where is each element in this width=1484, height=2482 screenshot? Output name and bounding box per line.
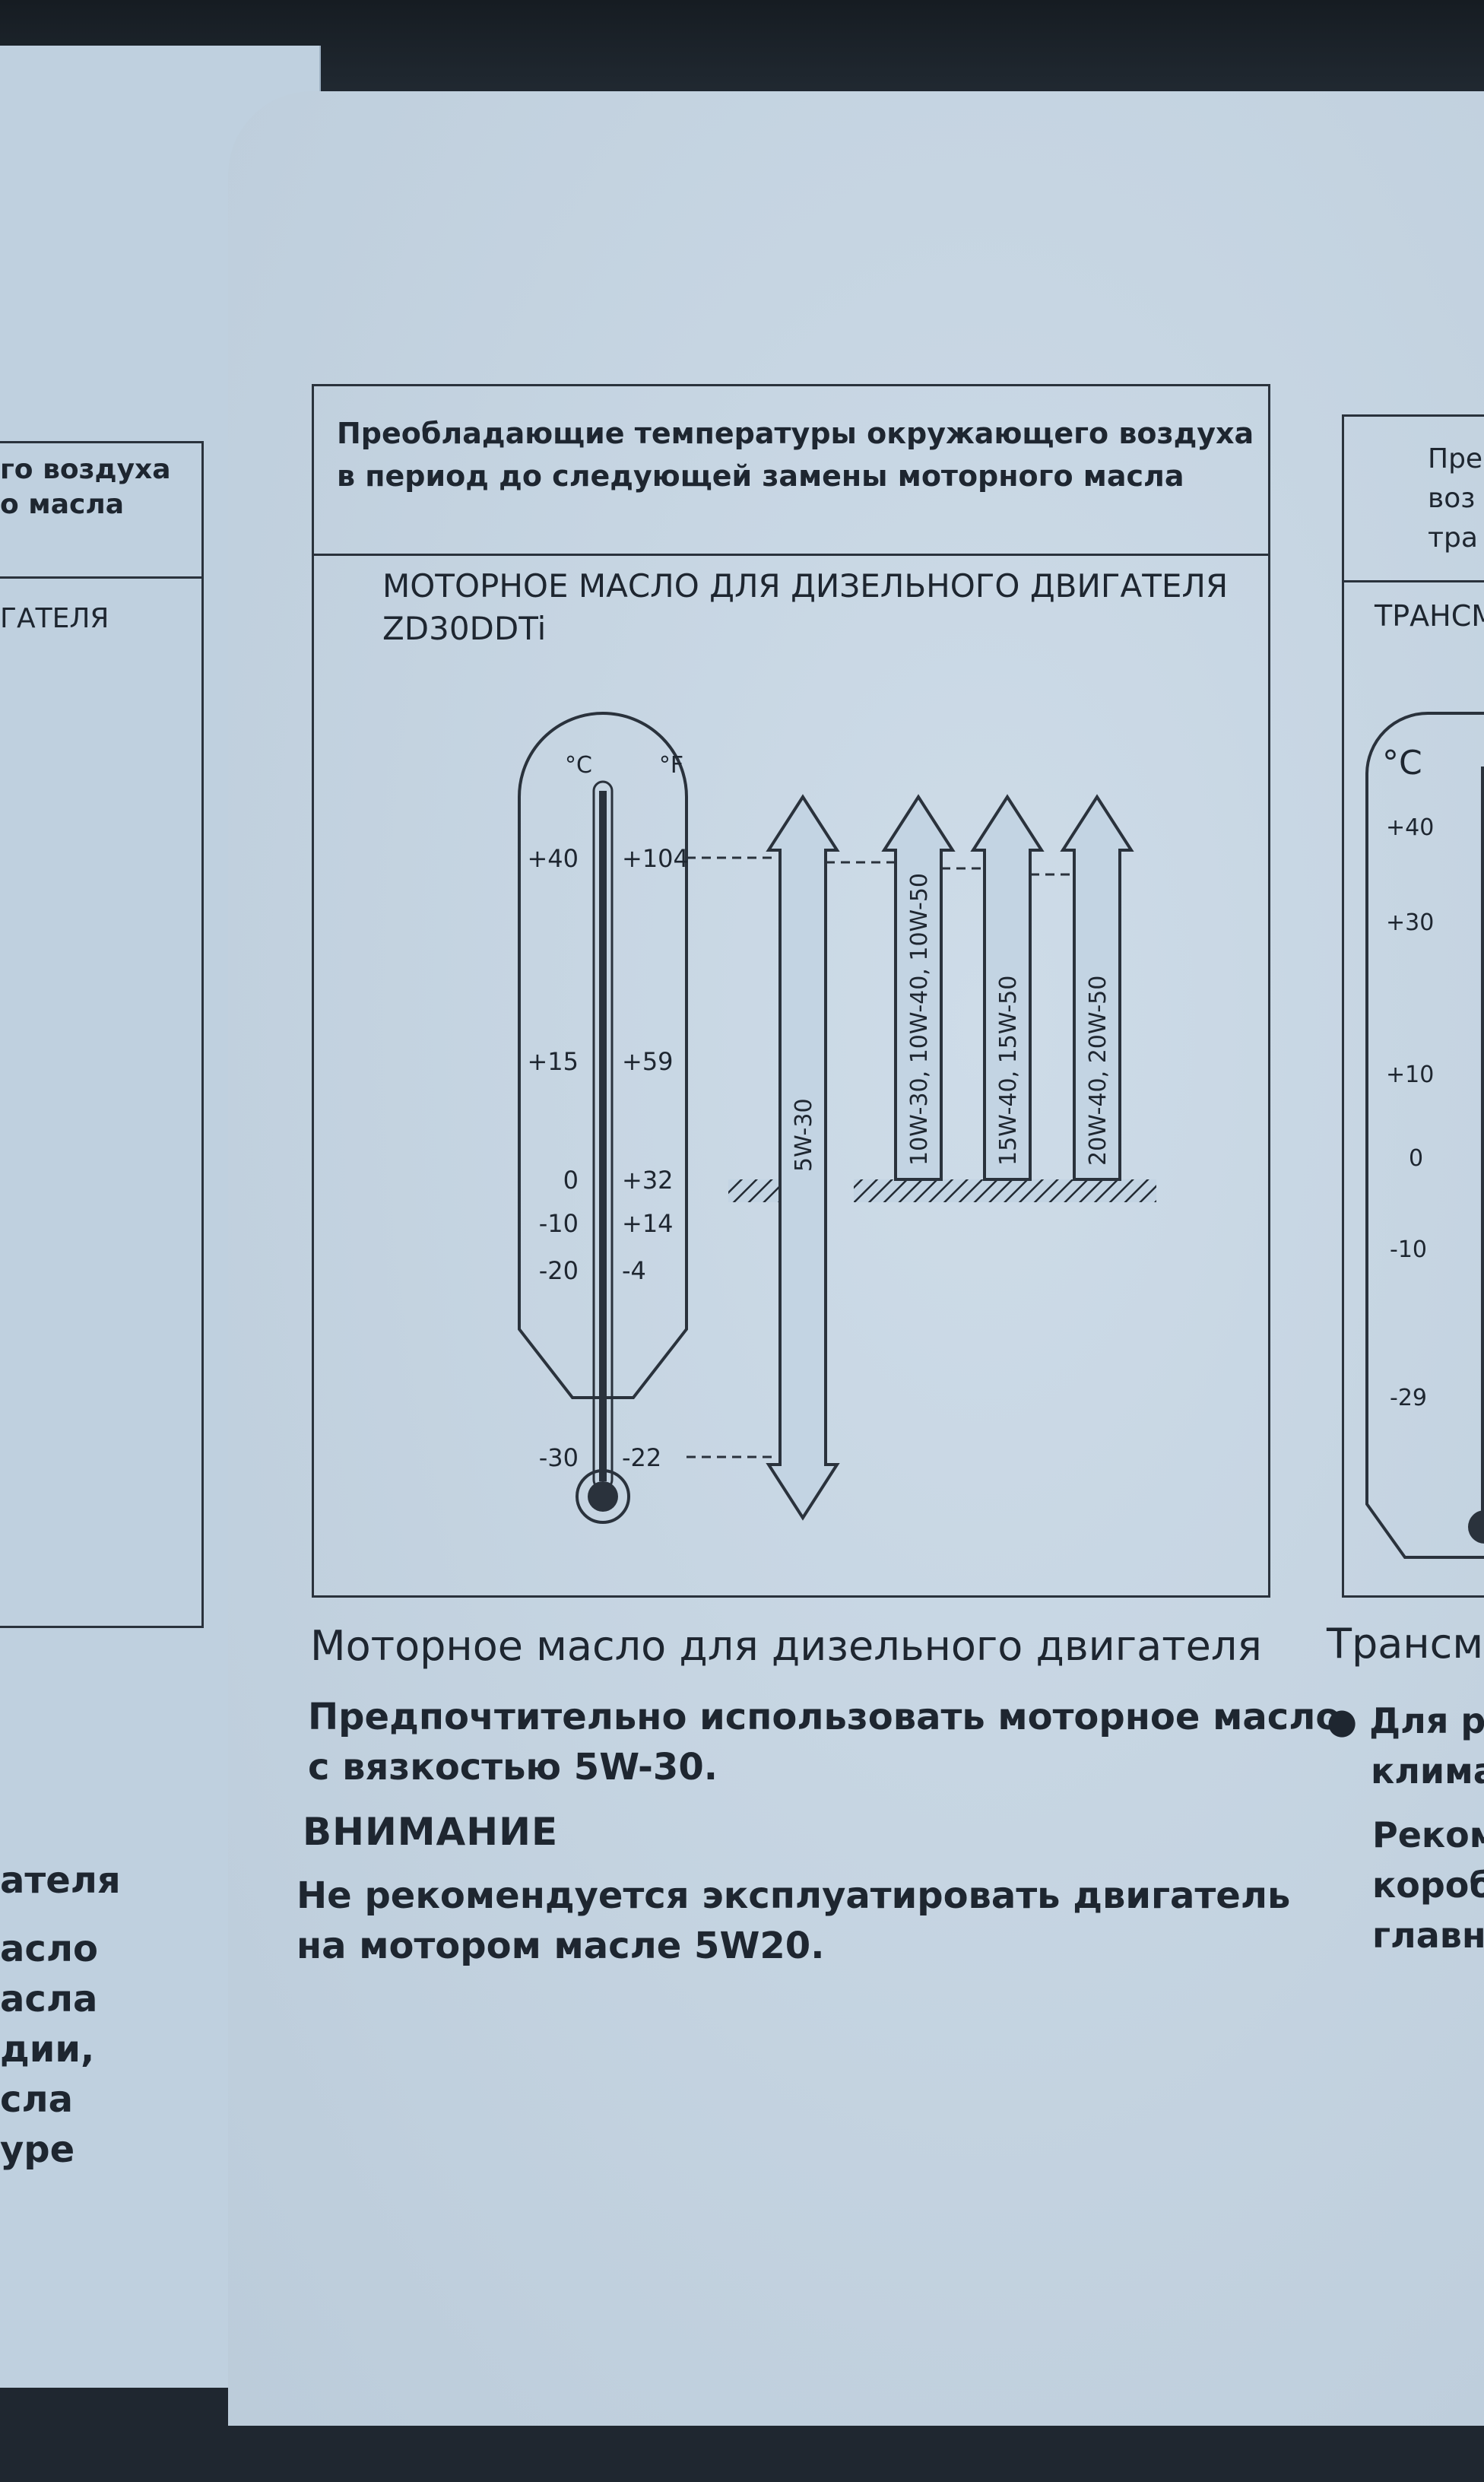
- transmission-header-line-2: воз: [1428, 483, 1476, 514]
- transmission-panel-fragment: Пре воз тра ТРАНСМ °C +40 +30 +10 0 -10 …: [1342, 414, 1484, 1598]
- warning-text: Не рекомендуется эксплуатировать двигате…: [296, 1871, 1290, 1971]
- oil-grade-arrows: 5W-30 10W-30, 10W-40, 10W-50 15W-40, 15W-5…: [766, 794, 1134, 1521]
- transmission-thermometer-outline: [1365, 712, 1484, 1559]
- scale-label-celsius: +40: [527, 844, 579, 873]
- transmission-scale-5: -10: [1390, 1236, 1427, 1263]
- scale-label-fahrenheit: +32: [622, 1166, 674, 1195]
- scale-label-fahrenheit: -4: [622, 1256, 646, 1285]
- transmission-thermometer: °C +40 +30 +10 0 -10 -29: [1365, 712, 1484, 1559]
- thermometer-outline: [518, 712, 688, 1399]
- transmission-scale-4: 0: [1409, 1145, 1423, 1172]
- scale-label-celsius: +15: [527, 1047, 579, 1076]
- transmission-bullet-line-1: ● Для р: [1327, 1700, 1484, 1741]
- left-text-2: асло: [0, 1928, 98, 1970]
- fahrenheit-unit-label: °F: [659, 752, 683, 779]
- panel-subtitle-line-2: ZD30DDTi: [382, 610, 547, 647]
- transmission-scale-2: +30: [1386, 909, 1434, 936]
- left-text-4: дии,: [0, 2028, 95, 2071]
- recommendation-paragraph: Предпочтительно использовать моторное ма…: [308, 1692, 1340, 1792]
- celsius-unit-label: °C: [565, 752, 592, 779]
- left-header-line-2: о масла: [0, 489, 124, 520]
- scale-label-celsius: -30: [539, 1443, 579, 1472]
- scale-label-fahrenheit: +104: [622, 844, 689, 873]
- transmission-unit-c: °C: [1382, 744, 1422, 782]
- scale-label-celsius: 0: [563, 1166, 579, 1195]
- oil-grade-arrow: [881, 794, 956, 1181]
- left-text-5: сла: [0, 2078, 73, 2121]
- panel-header-text: Преобладающие температуры окружающего во…: [337, 412, 1254, 497]
- thermometer-scale: +40 +104 +15 +59 0 +32 -10 +14 -20 -4 -30 -22: [527, 844, 688, 1472]
- transmission-panel-header: Пре воз тра: [1344, 417, 1484, 582]
- left-header-line-1: го воздуха: [0, 454, 171, 485]
- scale-label-celsius: -10: [539, 1209, 579, 1238]
- transmission-subtitle: ТРАНСМ: [1375, 599, 1484, 633]
- recommendation-line-1: Предпочтительно использовать моторное ма…: [308, 1696, 1341, 1738]
- transmission-header-line-1: Пре: [1428, 443, 1483, 474]
- right-page: [228, 91, 1484, 2426]
- oil-grade-label: 10W-30, 10W-40, 10W-50: [906, 873, 933, 1166]
- oil-grade-arrow: [766, 794, 840, 1521]
- warning-heading: ВНИМАНИЕ: [303, 1810, 559, 1854]
- scale-label-fahrenheit: -22: [622, 1443, 661, 1472]
- section-caption: Моторное масло для дизельного двигателя: [310, 1622, 1262, 1670]
- scale-label-fahrenheit: +59: [622, 1047, 674, 1076]
- thermometer-bulb-ring: [576, 1469, 630, 1524]
- oil-grade-label: 5W-30: [791, 1098, 817, 1172]
- scale-label-celsius: -20: [539, 1256, 579, 1285]
- transmission-scale-6: -29: [1390, 1385, 1427, 1411]
- panel-header: Преобладающие температуры окружающего во…: [314, 386, 1268, 556]
- left-table-header: го воздуха о масла: [0, 443, 201, 579]
- transmission-text-line-2: короб: [1372, 1865, 1484, 1906]
- transmission-text-line-1: Реком: [1372, 1814, 1484, 1855]
- oil-grade-arrow: [970, 794, 1045, 1181]
- warning-line-2: на мотором масле 5W20.: [296, 1925, 825, 1967]
- transmission-scale-1: +40: [1386, 814, 1434, 841]
- transmission-text: Реком короб главны: [1372, 1810, 1484, 1960]
- warning-line-1: Не рекомендуется эксплуатировать двигате…: [296, 1874, 1291, 1917]
- left-subtitle: ГАТЕЛЯ: [0, 603, 109, 634]
- transmission-header-text: Пре воз тра: [1428, 440, 1482, 558]
- thermometer-tube-group: [576, 780, 630, 1524]
- panel-subtitle: МОТОРНОЕ МАСЛО ДЛЯ ДИЗЕЛЬНОГО ДВИГАТЕЛЯ …: [382, 565, 1228, 650]
- oil-grade-arrow: [1060, 794, 1134, 1181]
- transmission-thermometer-bulb: [1468, 1510, 1484, 1544]
- transmission-bullet-line-2: клима: [1371, 1750, 1484, 1792]
- transmission-scale-3: +10: [1386, 1062, 1434, 1088]
- left-text-6: уре: [0, 2128, 75, 2171]
- hatched-zero-line-left: [728, 1179, 788, 1202]
- panel-header-line-1: Преобладающие температуры окружающего во…: [337, 417, 1254, 450]
- limit-dash-lines: [687, 856, 1074, 1458]
- hatched-zero-line-right: [854, 1179, 1156, 1202]
- left-table-box: го воздуха о масла ГАТЕЛЯ: [0, 441, 204, 1628]
- transmission-caption: Трансми: [1327, 1620, 1484, 1668]
- left-text-1: ателя: [0, 1859, 121, 1902]
- thermometer-bulb: [588, 1481, 618, 1512]
- transmission-header-line-3: тра: [1428, 522, 1478, 554]
- oil-temperature-diagram: °C °F +40 +104 +15 +59 0 +32 -10 +14 -20 -4 -30 -22…: [518, 712, 1156, 1524]
- left-text-3: асла: [0, 1978, 98, 2020]
- transmission-bullet: ● Для р клима: [1327, 1696, 1484, 1796]
- recommendation-line-2: с вязкостью 5W-30.: [308, 1746, 718, 1788]
- oil-grade-label: 15W-40, 15W-50: [995, 976, 1022, 1166]
- oil-chart-panel: Преобладающие температуры окружающего во…: [312, 384, 1270, 1598]
- oil-grade-label: 20W-40, 20W-50: [1085, 976, 1111, 1166]
- scale-label-fahrenheit: +14: [622, 1209, 674, 1238]
- panel-header-line-2: в период до следующей замены моторного м…: [337, 459, 1184, 493]
- transmission-text-line-3: главны: [1372, 1915, 1484, 1956]
- panel-subtitle-line-1: МОТОРНОЕ МАСЛО ДЛЯ ДИЗЕЛЬНОГО ДВИГАТЕЛЯ: [382, 567, 1229, 605]
